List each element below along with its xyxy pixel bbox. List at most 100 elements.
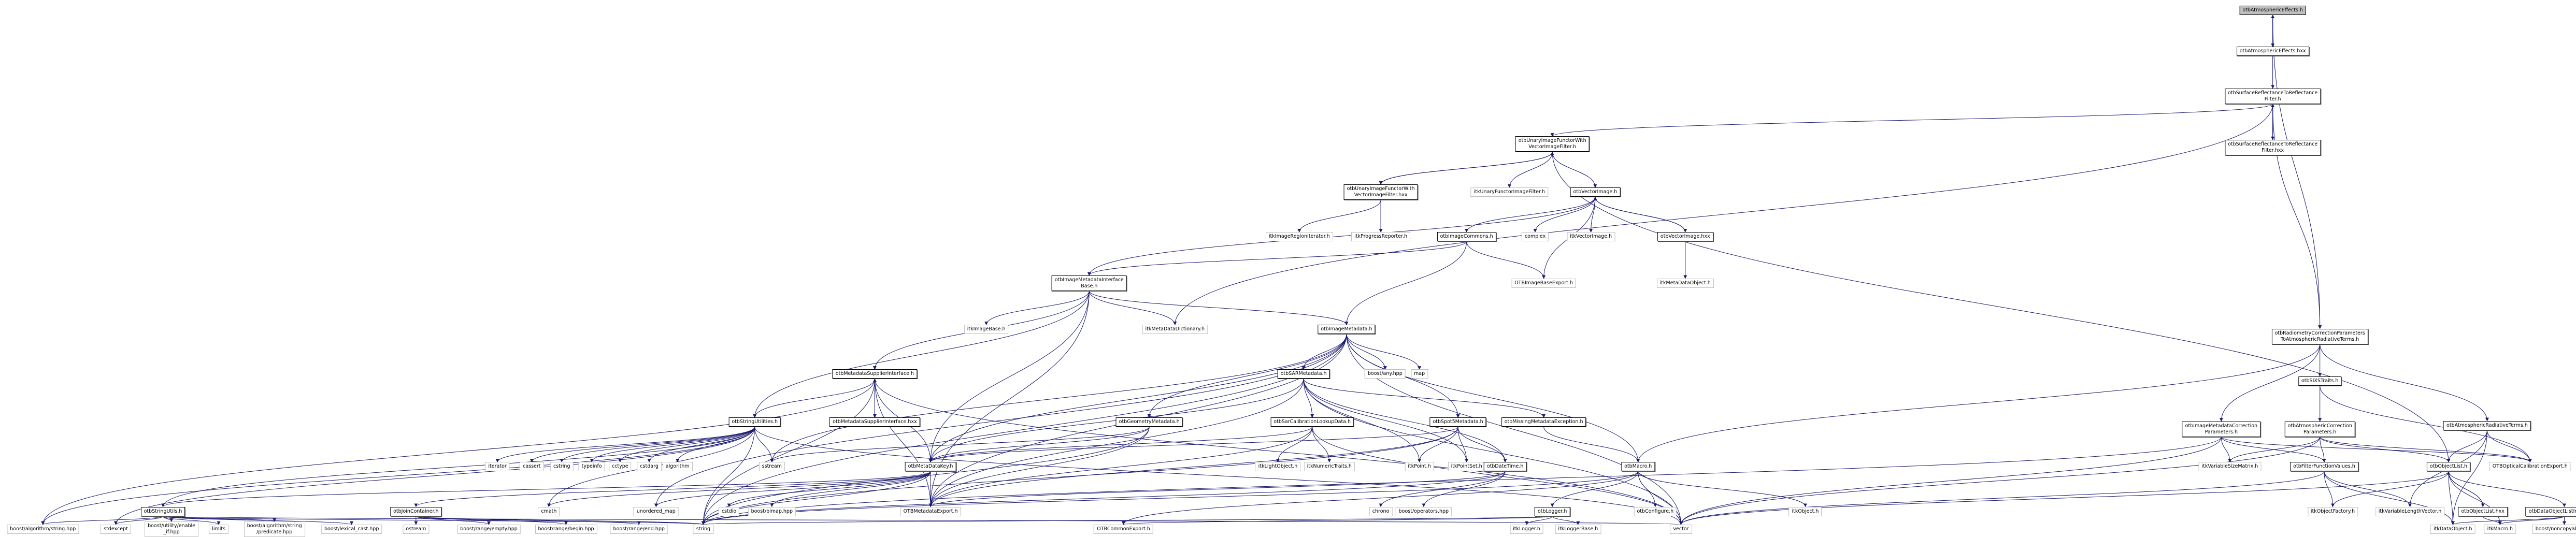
graph-node-otbsixstraits-h[interactable]: otbSIXSTraits.h bbox=[2298, 376, 2342, 386]
edge-n52-n69 bbox=[2448, 471, 2566, 507]
graph-node-otbvectorimage-h[interactable]: otbVectorImage.h bbox=[1570, 187, 1621, 197]
edge-n26-n36 bbox=[529, 427, 755, 463]
graph-node-itkimageregioniterator-h: itkImageRegionIterator.h bbox=[1265, 232, 1333, 242]
edge-n32-n53 bbox=[2221, 437, 2532, 463]
graph-node-otbstringutilities-h[interactable]: otbStringUtilities.h bbox=[728, 417, 781, 427]
edge-n43-n55 bbox=[414, 471, 931, 507]
graph-node-itklightobject-h: itkLightObject.h bbox=[1255, 462, 1301, 472]
graph-node-otbdatetime-h[interactable]: otbDateTime.h bbox=[1483, 462, 1527, 472]
graph-node-boost-lexical-cast-hpp: boost/lexical_cast.hpp bbox=[321, 525, 382, 534]
edge-n22-n29 bbox=[1303, 379, 1314, 418]
edge-n21-n60 bbox=[874, 379, 933, 507]
graph-node-otbdataobjectlistinterface-h[interactable]: otbDataObjectListInterface.h bbox=[2525, 506, 2576, 516]
graph-node-cassert: cassert bbox=[520, 462, 544, 472]
graph-node-otbatmosphericradiativeterms-h[interactable]: otbAtmosphericRadiativeTerms.h bbox=[2443, 420, 2531, 430]
graph-node-boost-algorithm-string-hpp: boost/algorithm/string.hpp bbox=[7, 525, 79, 534]
graph-node-boost-any-hpp: boost/any.hpp bbox=[1365, 369, 1406, 379]
graph-node-boost-operators-hpp: boost/operators.hpp bbox=[1395, 506, 1452, 516]
graph-node-otbimagecommons-h[interactable]: otbImageCommons.h bbox=[1437, 232, 1496, 242]
graph-node-otbsarcalibrationlookupdata-h[interactable]: otbSarCalibrationLookupData.h bbox=[1270, 417, 1354, 427]
edge-n32-n51 bbox=[2221, 437, 2326, 463]
graph-node-otbfilterfunctionvalues-h[interactable]: otbFilterFunctionValues.h bbox=[2290, 462, 2358, 472]
graph-node-otbobjectlist-h[interactable]: otbObjectList.h bbox=[2426, 462, 2471, 472]
edge-n3-n52 bbox=[1552, 152, 2451, 463]
graph-node-otbimagemetadatainterfacebase-h[interactable]: otbImageMetadataInterface Base.h bbox=[1051, 275, 1127, 291]
edge-n33-n84 bbox=[1679, 437, 2321, 525]
graph-node-itknumerictraits-h: itkNumericTraits.h bbox=[1304, 462, 1355, 472]
graph-node-otbmacro-h[interactable]: otbMacro.h bbox=[1621, 462, 1655, 472]
graph-node-otbcommonexport-h: OTBCommonExport.h bbox=[1094, 525, 1153, 534]
edge-n19-n43 bbox=[928, 334, 1347, 463]
edge-n10-n14 bbox=[1087, 241, 1467, 276]
edge-n43-n54 bbox=[161, 471, 931, 507]
graph-node-itkmetadatadictionary-h: itkMetaDataDictionary.h bbox=[1142, 325, 1208, 335]
graph-node-otbunaryimagefunctorwithvectorimagefilter-h[interactable]: otbUnaryImageFunctorWith VectorImageFilt… bbox=[1515, 136, 1590, 152]
graph-node-otbgeometrymetadata-h[interactable]: otbGeometryMetadata.h bbox=[1115, 417, 1183, 427]
edge-n33-n51 bbox=[2320, 437, 2326, 463]
edge-n54-n70 bbox=[41, 516, 164, 525]
graph-node-sstream: sstream bbox=[759, 462, 785, 472]
graph-node-otbimagemetadatacorrectionparameters-h[interactable]: otbImageMetadataCorrection Parameters.h bbox=[2182, 421, 2261, 437]
graph-node-otbsurfacereflectancetoreflectancefilter-hxx[interactable]: otbSurfaceReflectanceToReflectance Filte… bbox=[2225, 140, 2321, 155]
edge-n52-n84 bbox=[1679, 471, 2449, 525]
graph-node-itkprogressreporter-h: itkProgressReporter.h bbox=[1351, 232, 1411, 242]
edge-n63-n80 bbox=[702, 516, 1553, 525]
graph-node-vector: vector bbox=[1670, 525, 1692, 534]
graph-node-itkmetadataobject-h: itkMetaDataObject.h bbox=[1656, 278, 1714, 288]
graph-node-itkobject-h: itkObject.h bbox=[1788, 506, 1822, 516]
edge-n26-n35 bbox=[495, 427, 755, 463]
graph-node-stdexcept: stdexcept bbox=[101, 525, 131, 534]
graph-node-otbatmosphericeffects-h[interactable]: otbAtmosphericEffects.h bbox=[2239, 5, 2306, 15]
graph-node-otblogger-h[interactable]: otbLogger.h bbox=[1534, 506, 1570, 516]
edge-n51-n85 bbox=[2324, 471, 2455, 525]
edge-n26-n37 bbox=[560, 427, 755, 463]
graph-node-otbjoincontainer-h[interactable]: otbJoinContainer.h bbox=[390, 506, 442, 516]
edge-n28-n60 bbox=[928, 427, 1150, 507]
graph-node-boost-utility-enable-if-hpp: boost/utility/enable _if.hpp bbox=[145, 521, 199, 537]
graph-node-otbstringutils-h[interactable]: otbStringUtils.h bbox=[140, 506, 185, 516]
graph-node-otbunaryimagefunctorwithvectorimagefilter-hxx[interactable]: otbUnaryImageFunctorWith VectorImageFilt… bbox=[1343, 184, 1418, 200]
edge-n2-n3 bbox=[1550, 104, 2273, 137]
graph-node-otbmetadatakey-h[interactable]: otbMetaDataKey.h bbox=[905, 462, 956, 472]
graph-node-otbradiometrycorrectionparameterstoatmosphericradiativeterms-h[interactable]: otbRadiometryCorrectionParameters ToAtmo… bbox=[2271, 328, 2368, 344]
edge-n14-n43 bbox=[928, 291, 1090, 463]
edge-n63-n83 bbox=[1552, 516, 1580, 525]
edge-n29-n43 bbox=[928, 427, 1313, 463]
graph-node-otbsurfacereflectancetoreflectancefilter-h[interactable]: otbSurfaceReflectanceToReflectance Filte… bbox=[2225, 88, 2321, 104]
graph-node-otbatmosphericcorrectionparameters-h[interactable]: otbAtmosphericCorrection Parameters.h bbox=[2284, 421, 2355, 437]
graph-node-otbsarmetadata-h[interactable]: otbSARMetadata.h bbox=[1277, 369, 1330, 379]
edge-n19-n49 bbox=[1346, 334, 1640, 463]
edge-n2-n18 bbox=[1173, 104, 2273, 325]
edge-n28-n42 bbox=[770, 427, 1150, 463]
edge-n5-n8 bbox=[1297, 200, 1381, 233]
edge-n20-n32 bbox=[2219, 344, 2321, 422]
edge-n26-n42 bbox=[754, 427, 774, 463]
graph-node-itklogger-h: itkLogger.h bbox=[1510, 525, 1543, 534]
graph-node-unordered-map: unordered_map bbox=[633, 506, 679, 516]
graph-node-otbatmosphericeffects-hxx[interactable]: otbAtmosphericEffects.hxx bbox=[2236, 47, 2309, 56]
graph-node-otbspot5metadata-h[interactable]: otbSpot5Metadata.h bbox=[1429, 417, 1486, 427]
edge-n55-n80 bbox=[416, 516, 705, 525]
edge-n7-n14 bbox=[1087, 197, 1596, 276]
graph-node-otbmetadatasupplierinterface-h[interactable]: otbMetadataSupplierInterface.h bbox=[832, 369, 918, 379]
graph-node-otbmissingmetadataexception-h[interactable]: otbMissingMetadataException.h bbox=[1501, 417, 1586, 427]
edge-n43-n59 bbox=[770, 471, 931, 507]
edge-n43-n58 bbox=[727, 471, 931, 507]
graph-node-limits: limits bbox=[209, 525, 229, 534]
edge-n49-n81 bbox=[1122, 471, 1639, 525]
edge-n63-n82 bbox=[1525, 516, 1553, 525]
edge-n54-n71 bbox=[114, 516, 164, 525]
graph-node-otbvectorimage-hxx[interactable]: otbVectorImage.hxx bbox=[1657, 232, 1713, 242]
graph-node-cstring: cstring bbox=[550, 462, 574, 472]
graph-node-otbimagemetadata-h[interactable]: otbImageMetadata.h bbox=[1318, 325, 1376, 335]
edge-n0-n20 bbox=[2272, 14, 2322, 329]
graph-node-itkobjectfactory-h: itkObjectFactory.h bbox=[2307, 506, 2358, 516]
graph-node-cmath: cmath bbox=[538, 506, 560, 516]
edge-n34-n52 bbox=[2446, 430, 2487, 463]
graph-node-otbmetadatasupplierinterface-hxx[interactable]: otbMetadataSupplierInterface.hxx bbox=[829, 417, 920, 427]
graph-node-otbobjectlist-hxx[interactable]: otbObjectList.hxx bbox=[2458, 506, 2508, 516]
edge-n22-n47 bbox=[1303, 379, 1469, 463]
edge-n14-n17 bbox=[984, 291, 1090, 325]
edge-n29-n44 bbox=[1276, 427, 1313, 463]
